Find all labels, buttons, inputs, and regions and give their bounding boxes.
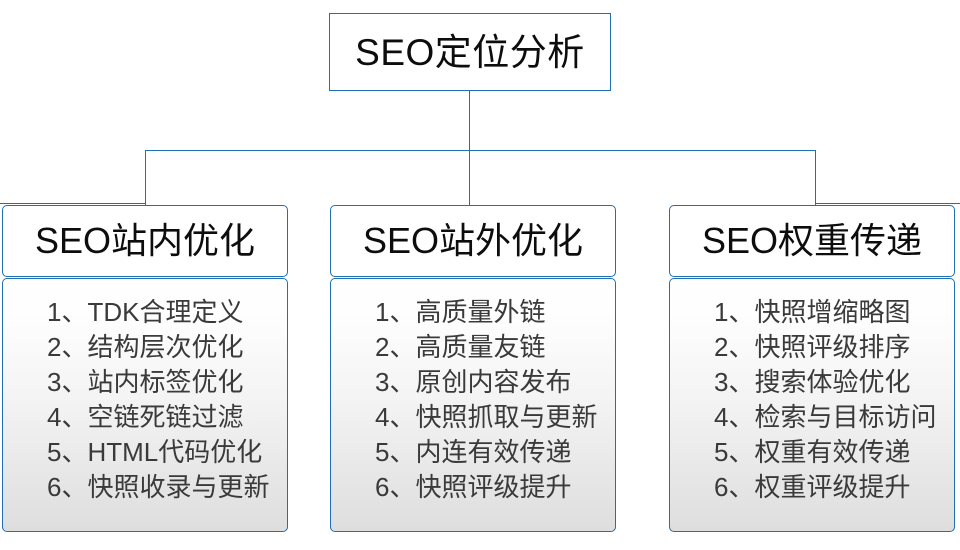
- list-item: 3、搜索体验优化: [714, 367, 911, 397]
- branch-column-1: SEO站内优化 1、TDK合理定义 2、结构层次优化 3、站内标签优化 4、空链…: [2, 205, 288, 532]
- branch-column-2: SEO站外优化 1、高质量外链 2、高质量友链 3、原创内容发布 4、快照抓取与…: [330, 205, 616, 532]
- branch-header-label-2: SEO站外优化: [362, 220, 584, 261]
- connector-horizontal-bar: [145, 150, 816, 152]
- branch-header-2[interactable]: SEO站外优化: [330, 205, 616, 277]
- list-item: 4、检索与目标访问: [714, 402, 937, 432]
- list-item: 4、快照抓取与更新: [375, 402, 598, 432]
- root-node[interactable]: SEO定位分析: [329, 13, 611, 91]
- list-item: 3、原创内容发布: [375, 367, 572, 397]
- list-item: 1、快照增缩略图: [714, 297, 911, 327]
- branch-list-3: 1、快照增缩略图 2、快照评级排序 3、搜索体验优化 4、检索与目标访问 5、权…: [670, 295, 954, 505]
- branch-header-label-1: SEO站内优化: [34, 220, 256, 261]
- connector-foot-right: [815, 203, 960, 205]
- connector-root-stem: [469, 91, 471, 151]
- list-item: 6、快照评级提升: [375, 472, 572, 502]
- list-item: 2、结构层次优化: [47, 332, 244, 362]
- root-node-label: SEO定位分析: [355, 31, 585, 73]
- list-item: 1、高质量外链: [375, 297, 546, 327]
- list-item: 2、高质量友链: [375, 332, 546, 362]
- connector-drop-left: [145, 150, 147, 205]
- branch-body-1: 1、TDK合理定义 2、结构层次优化 3、站内标签优化 4、空链死链过滤 5、H…: [2, 278, 288, 532]
- branch-list-2: 1、高质量外链 2、高质量友链 3、原创内容发布 4、快照抓取与更新 5、内连有…: [331, 295, 615, 505]
- list-item: 3、站内标签优化: [47, 367, 244, 397]
- branch-header-1[interactable]: SEO站内优化: [2, 205, 288, 277]
- list-item: 2、快照评级排序: [714, 332, 911, 362]
- list-item: 6、权重评级提升: [714, 472, 911, 502]
- connector-foot-left: [0, 203, 146, 205]
- list-item: 5、权重有效传递: [714, 437, 911, 467]
- branch-body-2: 1、高质量外链 2、高质量友链 3、原创内容发布 4、快照抓取与更新 5、内连有…: [330, 278, 616, 532]
- branch-list-1: 1、TDK合理定义 2、结构层次优化 3、站内标签优化 4、空链死链过滤 5、H…: [3, 295, 287, 505]
- list-item: 5、内连有效传递: [375, 437, 572, 467]
- branch-column-3: SEO权重传递 1、快照增缩略图 2、快照评级排序 3、搜索体验优化 4、检索与…: [669, 205, 955, 532]
- connector-drop-right: [815, 150, 817, 205]
- list-item: 5、HTML代码优化: [47, 437, 263, 467]
- list-item: 6、快照收录与更新: [47, 472, 270, 502]
- list-item: 4、空链死链过滤: [47, 402, 244, 432]
- branch-body-3: 1、快照增缩略图 2、快照评级排序 3、搜索体验优化 4、检索与目标访问 5、权…: [669, 278, 955, 532]
- branch-header-label-3: SEO权重传递: [701, 220, 923, 261]
- connector-drop-middle: [469, 150, 471, 205]
- branch-header-3[interactable]: SEO权重传递: [669, 205, 955, 277]
- list-item: 1、TDK合理定义: [47, 297, 244, 327]
